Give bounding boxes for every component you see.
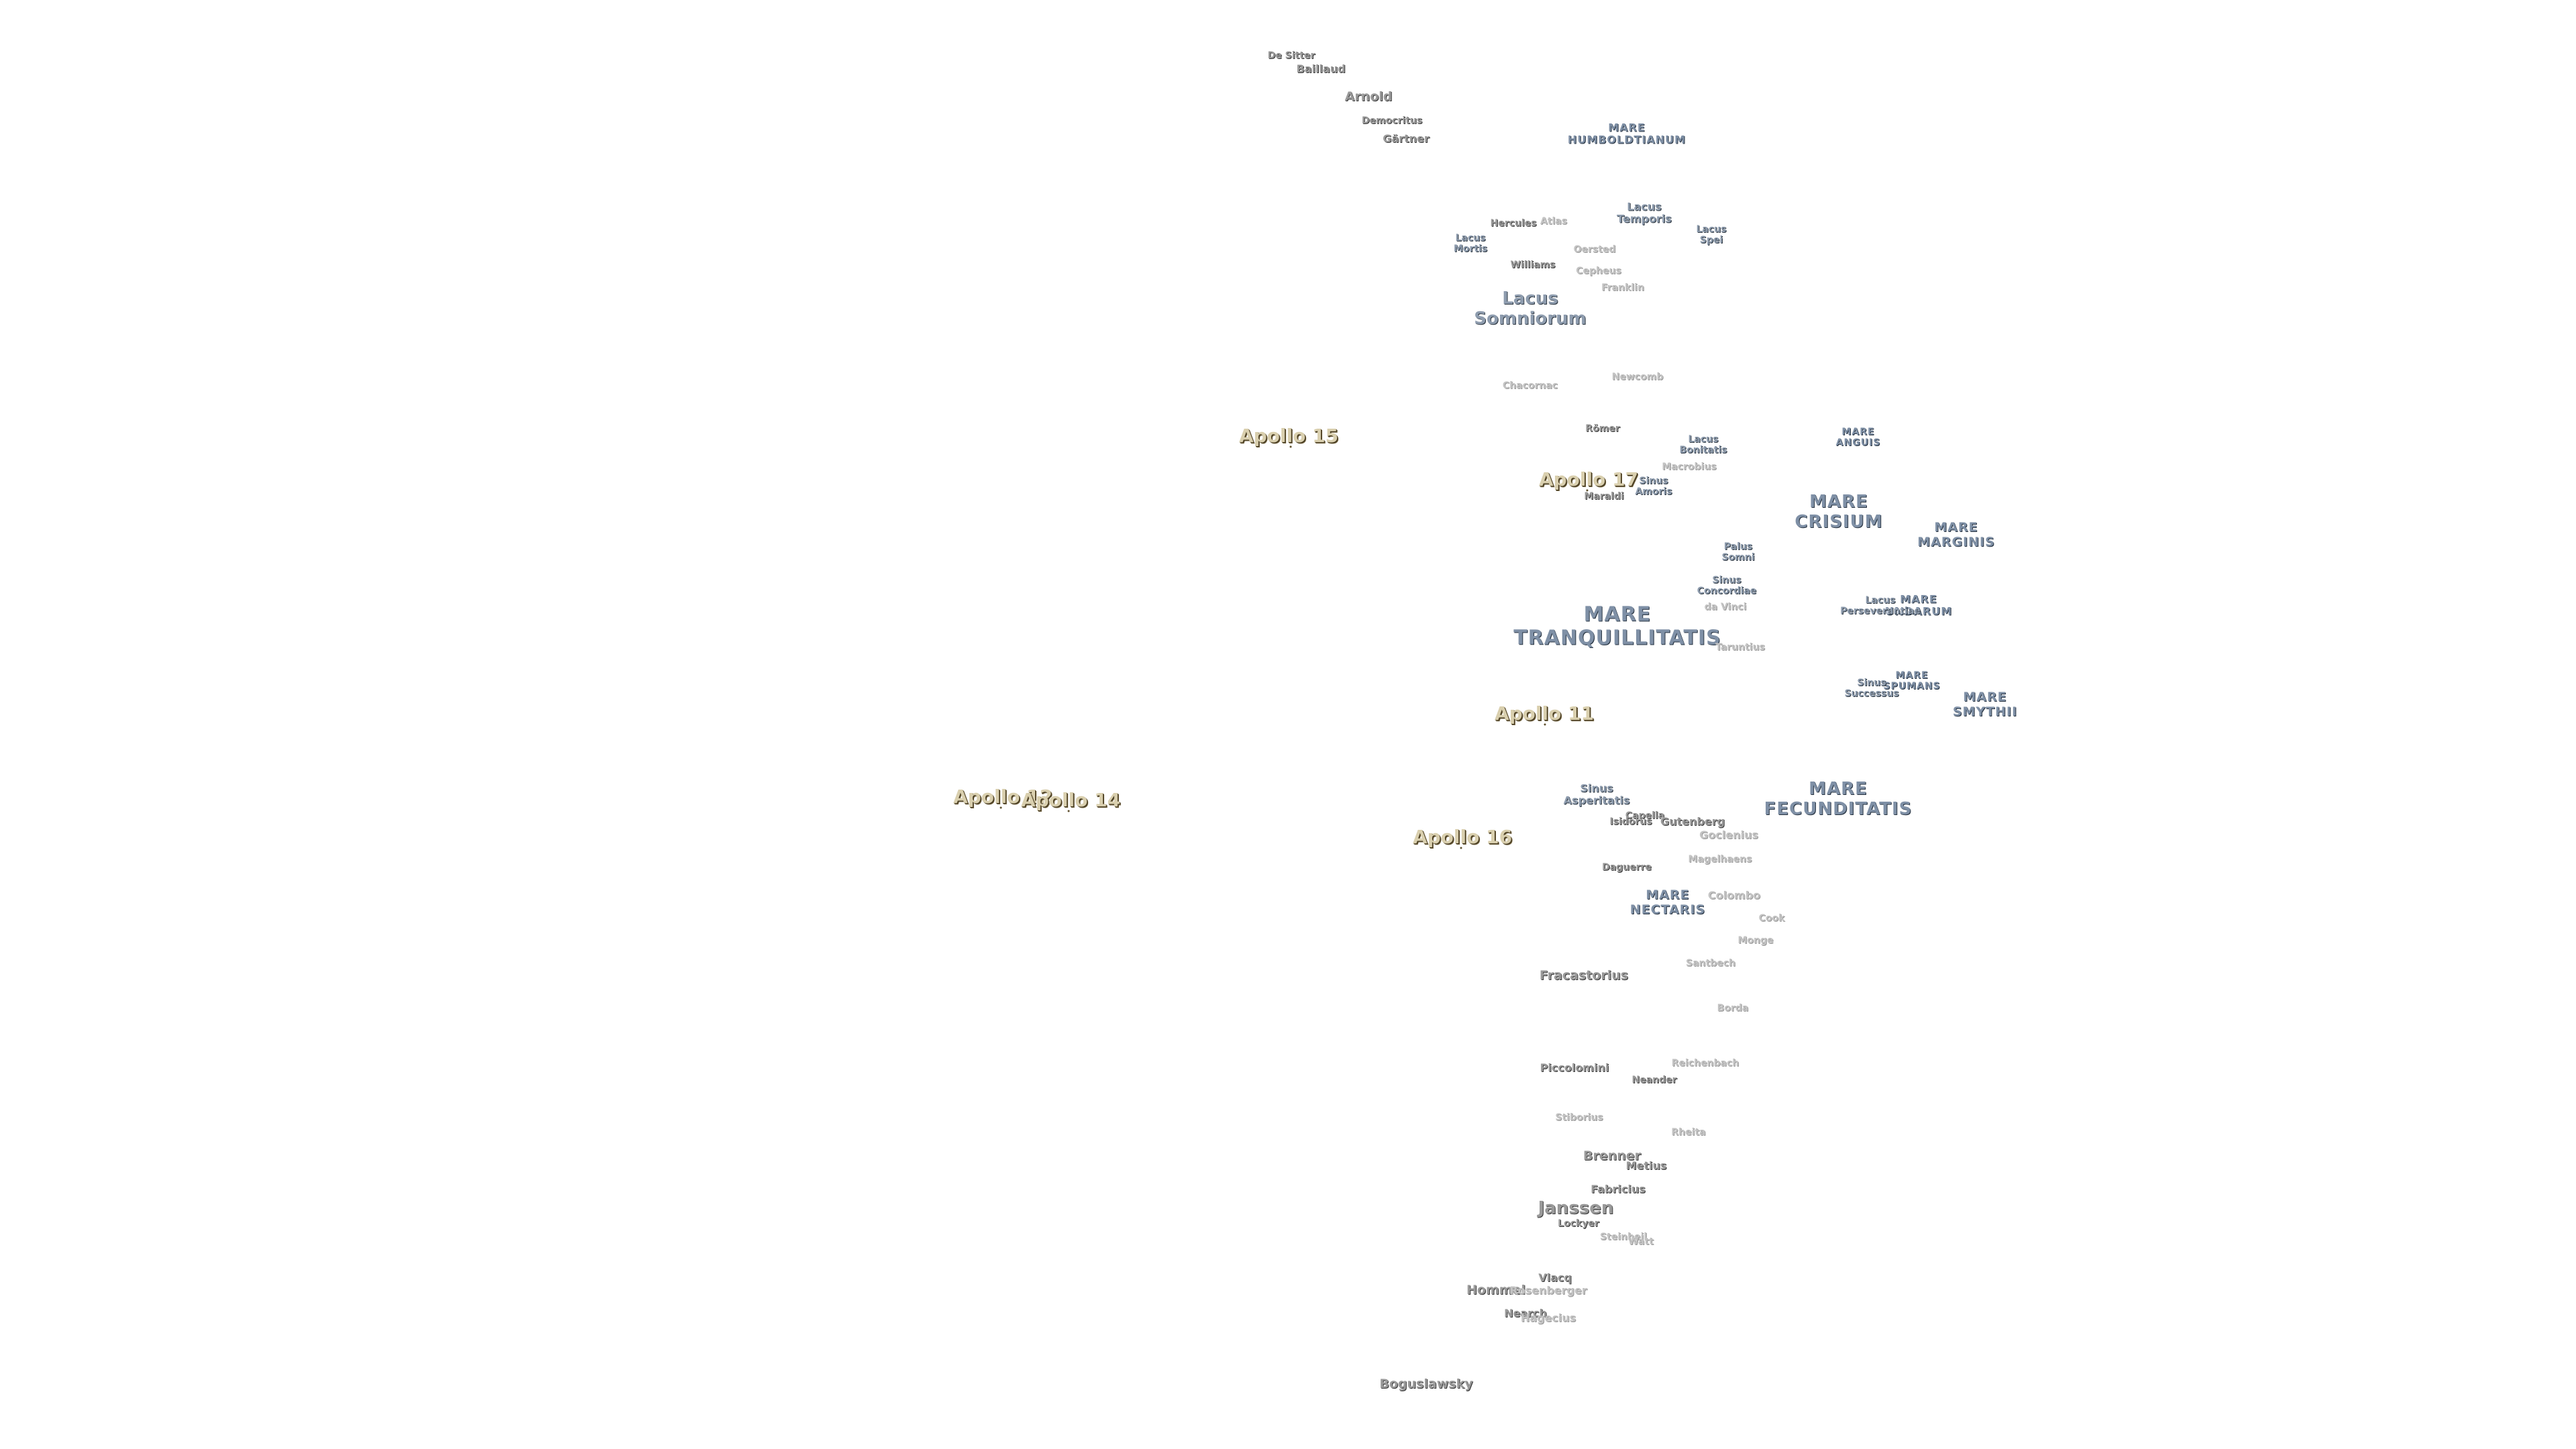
crater-capella-label: Capella — [1625, 810, 1665, 821]
crater-oersted-label: Oersted — [1573, 244, 1616, 255]
mare-fecunditatis-label: MARE FECUNDITATIS — [1764, 779, 1913, 819]
crater-chacornac-label: Chacornac — [1502, 380, 1558, 391]
crater-janssen-label: Janssen — [1538, 1198, 1614, 1219]
crater-goclenius-label: Goclenius — [1699, 828, 1758, 841]
crater-williams-label: Williams — [1510, 259, 1556, 270]
crater-neander-label: Neander — [1631, 1074, 1677, 1085]
apollo-11-label: Apollo 11 — [1494, 702, 1595, 724]
lacus-mortis-label: Lacus Mortis — [1453, 232, 1488, 254]
apollo-17-site-marker — [1586, 489, 1589, 492]
crater-hercules-label: Hercules — [1490, 217, 1537, 229]
sinus-successus-label: Sinus Successus — [1844, 677, 1899, 699]
crater-colombo-label: Colombo — [1707, 888, 1761, 902]
crater-borda-label: Borda — [1717, 1002, 1749, 1014]
apollo-17-label: Apollo 17 — [1538, 468, 1639, 490]
crater-cook-label: Cook — [1758, 912, 1785, 924]
crater-reichenbach-label: Reichenbach — [1671, 1057, 1739, 1069]
mare-anguis-label: MARE ANGUIS — [1835, 426, 1881, 448]
crater-brenner-label: Brenner — [1582, 1148, 1642, 1164]
crater-rosenberger-label: Rosenberger — [1509, 1283, 1587, 1297]
crater-fracastorius-label: Fracastorius — [1539, 968, 1629, 983]
crater-democritus-label: Democritus — [1361, 115, 1423, 126]
sinus-asperitatis-label: Sinus Asperitatis — [1563, 782, 1630, 807]
crater-piccolomini-label: Piccolomini — [1540, 1061, 1609, 1074]
mare-crisium-label: MARE CRISIUM — [1794, 492, 1883, 532]
apollo-11-site-marker — [1544, 723, 1546, 726]
mare-undarum-label: MARE UNDARUM — [1884, 592, 1953, 618]
crater-boguslawsky-label: Boguslawsky — [1379, 1377, 1473, 1392]
crater-santbech-label: Santbech — [1686, 957, 1735, 969]
crater-daguerre-label: Daguerre — [1602, 861, 1652, 873]
crater-franklin-label: Franklin — [1601, 282, 1644, 293]
mare-tranquillitatis-label: MARE TRANQUILLITATIS — [1513, 602, 1721, 649]
lacus-perseverantiae-label: Lacus Perseverantiae — [1840, 594, 1921, 616]
mare-spumans-label: MARE SPUMANS — [1883, 669, 1941, 692]
crater-da-vinci-label: da Vinci — [1704, 601, 1747, 612]
apollo-15-site-marker — [1289, 445, 1292, 448]
apollo-12-site-marker — [1000, 806, 1002, 809]
apollo-15-label: Apollo 15 — [1238, 424, 1339, 447]
lacus-temporis-label: Lacus Temporis — [1617, 200, 1672, 225]
crater-steinheil-label: Steinheil — [1599, 1231, 1648, 1242]
crater-magelhaens-label: Magelhaens — [1688, 853, 1752, 865]
mare-nectaris-label: MARE NECTARIS — [1629, 888, 1706, 917]
crater-cepheus-label: Cepheus — [1576, 265, 1621, 276]
lacus-somniorum-label: Lacus Somniorum — [1474, 288, 1587, 329]
crater-gartner-label: Gärtner — [1383, 131, 1430, 145]
apollo-12-label: Apollo 12 — [953, 785, 1053, 808]
crater-stiborius-label: Stiborius — [1555, 1112, 1603, 1123]
crater-watt-label: Watt — [1628, 1236, 1654, 1247]
crater-lockyer-label: Lockyer — [1558, 1218, 1599, 1229]
crater-taruntius-label: Taruntius — [1715, 641, 1765, 653]
crater-maraldi-label: Maraldi — [1584, 490, 1624, 502]
sinus-amoris-label: Sinus Amoris — [1635, 475, 1672, 497]
mare-marginis-label: MARE MARGINIS — [1917, 520, 1995, 549]
crater-gutenberg-label: Gutenberg — [1660, 814, 1725, 828]
crater-hagecius-label: Hagecius — [1520, 1311, 1576, 1324]
crater-atlas-label: Atlas — [1540, 215, 1568, 227]
lacus-bonitatis-label: Lacus Bonitatis — [1679, 433, 1727, 455]
crater-monge-label: Monge — [1737, 934, 1774, 946]
crater-newcomb-label: Newcomb — [1611, 371, 1664, 382]
apollo-16-label: Apollo 16 — [1412, 825, 1513, 848]
crater-vlacq-label: Vlacq — [1538, 1271, 1572, 1284]
palus-somni-label: Palus Somni — [1721, 541, 1755, 563]
sinus-concordiae-label: Sinus Concordiae — [1697, 574, 1757, 596]
apollo-14-site-marker — [1067, 810, 1070, 812]
crater-metius-label: Metius — [1625, 1159, 1667, 1172]
crater-rheita-label: Rheita — [1671, 1126, 1706, 1138]
mare-humboldtianum-label: MARE HUMBOLDTIANUM — [1567, 121, 1686, 146]
crater-arnold-label: Arnold — [1344, 89, 1393, 105]
crater-baillaud-label: Baillaud — [1296, 62, 1346, 75]
apollo-14-label: Apollo 14 — [1020, 788, 1121, 811]
apollo-16-site-marker — [1460, 847, 1462, 849]
lacus-spei-label: Lacus Spei — [1696, 223, 1727, 246]
crater-isidorus-label: Isidorus — [1609, 816, 1652, 827]
crater-macrobius-label: Macrobius — [1662, 461, 1717, 472]
crater-nearch-label: Nearch — [1504, 1306, 1547, 1320]
mare-smythii-label: MARE SMYTHII — [1952, 690, 2018, 719]
crater-fabricius-label: Fabricius — [1591, 1182, 1646, 1195]
crater-romer-label: Römer — [1585, 423, 1620, 434]
crater-de-sitter-label: De Sitter — [1267, 50, 1316, 61]
crater-hommel-label: Hommel — [1466, 1283, 1525, 1298]
